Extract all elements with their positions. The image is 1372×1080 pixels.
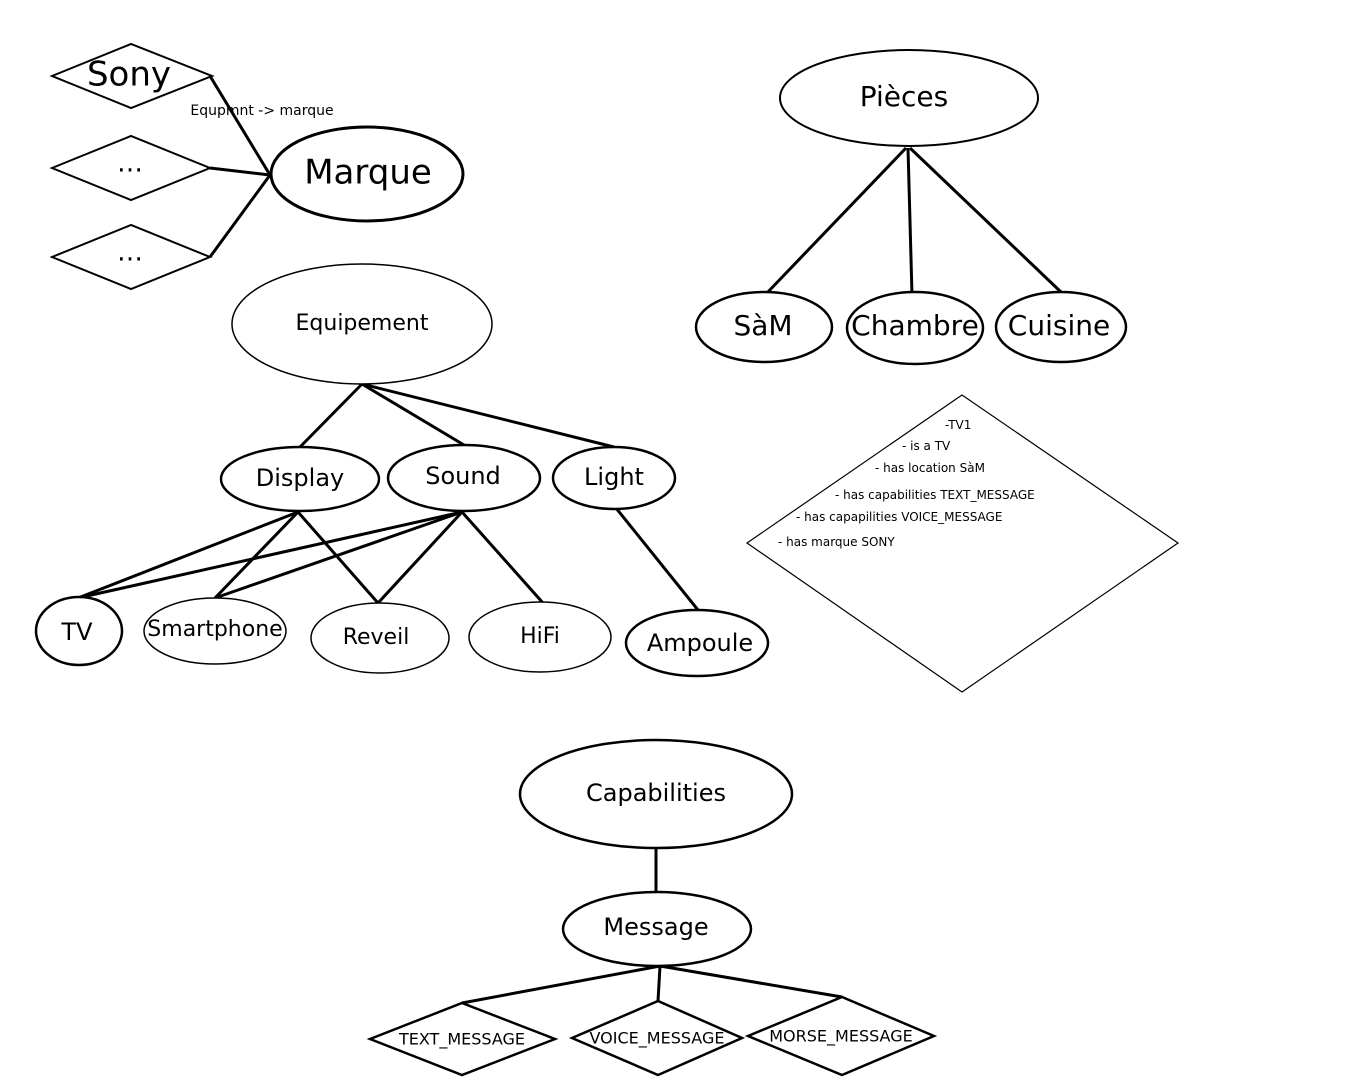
instance-cluster: -TV1 - is a TV - has location SàM - has …: [745, 394, 1180, 693]
type-label-voice: VOICE_MESSAGE: [590, 1029, 725, 1049]
category-node-display: [219, 445, 381, 513]
category-label-sound: Sound: [425, 462, 501, 490]
marque-cluster: Sony … … Equpmnt -> marque Marque: [49, 42, 465, 291]
device-label-smartphone: Smartphone: [147, 617, 282, 642]
pieces-cluster: Pièces SàM Chambre Cuisine: [694, 49, 1128, 366]
type-diamond-voice: [568, 999, 746, 1077]
message-node: [561, 890, 753, 968]
edge-light-ampoule: [614, 507, 700, 611]
edge-sound-reveil: [376, 510, 464, 605]
edge-pieces-sam: [763, 146, 908, 297]
edge-pieces-chambre: [906, 147, 914, 296]
type-label-morse: MORSE_MESSAGE: [769, 1027, 912, 1047]
edge-sound-smartphone: [214, 510, 463, 600]
relation-label: Equpmnt -> marque: [190, 103, 333, 119]
room-label-cuisine: Cuisine: [1008, 309, 1110, 342]
brand-diamond-3: [49, 223, 213, 291]
capabilities-cluster: Capabilities Message TEXT_MESSAGE VOICE_…: [366, 738, 938, 1077]
message-title: Message: [603, 913, 708, 941]
instance-line-5: - has capapilities VOICE_MESSAGE: [796, 510, 1002, 524]
instance-line-6: - has marque SONY: [778, 535, 895, 549]
instance-line-1: -TV1: [945, 418, 971, 432]
room-label-chambre: Chambre: [851, 309, 979, 342]
instance-line-4: - has capabilities TEXT_MESSAGE: [835, 488, 1035, 502]
type-label-text: TEXT_MESSAGE: [398, 1030, 525, 1050]
edge-marque-brand-3: [208, 174, 272, 258]
room-label-sam: SàM: [733, 309, 792, 342]
edge-sound-tv: [77, 510, 463, 600]
instance-line-2: - is a TV: [902, 439, 951, 453]
equipement-node: [231, 263, 493, 385]
brand-diamond-sony: [49, 42, 215, 110]
capabilities-title: Capabilities: [586, 779, 726, 807]
edge-sound-hifi: [460, 511, 545, 604]
category-label-light: Light: [584, 463, 644, 491]
device-node-tv: [34, 595, 124, 667]
equipement-title: Equipement: [296, 311, 429, 336]
device-label-tv: TV: [60, 618, 93, 646]
room-node-chambre: [845, 290, 985, 366]
device-node-hifi: [468, 601, 612, 673]
edge-message-text: [461, 964, 661, 1005]
equipement-cluster: Equipement Display Sound Light TV Smartp…: [34, 263, 770, 678]
edge-marque-brand-2: [209, 166, 271, 177]
instance-line-3: - has location SàM: [875, 461, 985, 475]
device-label-reveil: Reveil: [343, 625, 410, 650]
device-node-reveil: [310, 602, 450, 674]
device-node-smartphone: [143, 597, 287, 665]
edge-pieces-cuisine: [908, 146, 1064, 295]
type-diamond-morse: [744, 995, 938, 1077]
brand-diamond-2: [49, 134, 213, 202]
edge-message-voice: [656, 965, 662, 1002]
category-label-display: Display: [256, 464, 344, 492]
marque-title: Marque: [304, 153, 432, 193]
capabilities-node: [518, 738, 794, 850]
brand-label-sony: Sony: [87, 55, 171, 95]
marque-node: [269, 125, 465, 223]
room-node-cuisine: [994, 290, 1128, 364]
edge-marque-sony: [208, 75, 272, 176]
edge-equipement-light: [361, 382, 615, 449]
type-diamond-text: [366, 1001, 559, 1077]
edge-display-reveil: [296, 511, 380, 604]
device-label-hifi: HiFi: [520, 624, 560, 649]
instance-diamond: [745, 394, 1180, 693]
pieces-node: [779, 49, 1039, 147]
edge-display-smartphone: [213, 510, 300, 600]
device-label-ampoule: Ampoule: [647, 629, 753, 657]
category-node-light: [551, 445, 677, 511]
edge-equipement-display: [298, 382, 364, 449]
edge-display-tv: [77, 510, 299, 600]
category-node-sound: [386, 443, 542, 513]
brand-label-2: …: [117, 149, 143, 179]
edge-message-morse: [659, 964, 843, 999]
brand-label-3: …: [117, 238, 143, 268]
edges: [77, 75, 1064, 1005]
edge-equipement-sound: [361, 382, 465, 447]
device-node-ampoule: [624, 608, 770, 678]
room-node-sam: [694, 290, 834, 364]
pieces-title: Pièces: [860, 80, 948, 113]
